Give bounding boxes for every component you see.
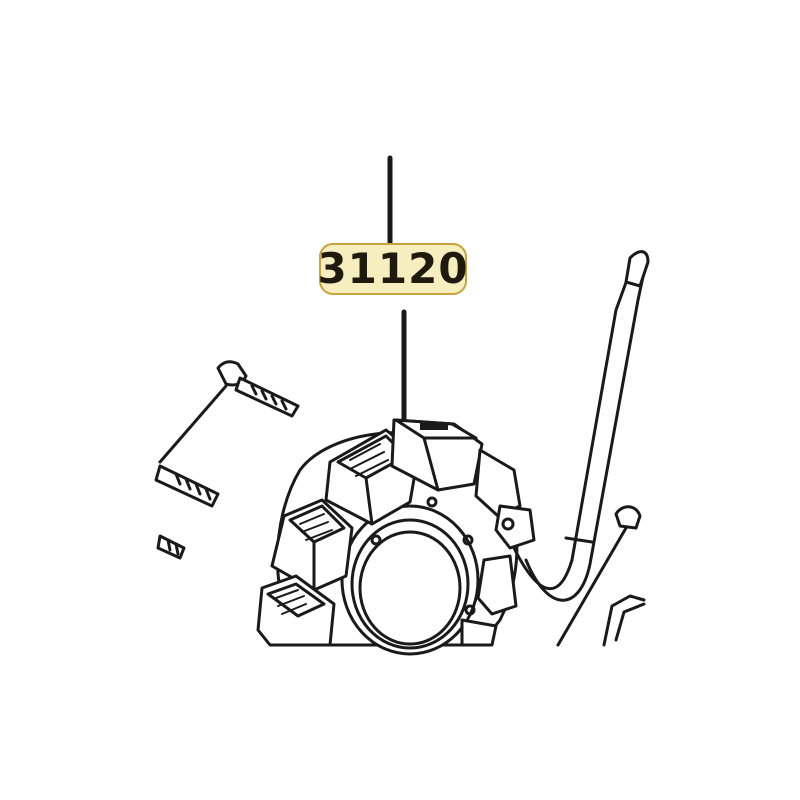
stator-assembly-icon bbox=[256, 418, 522, 656]
bracket-icon bbox=[602, 594, 646, 647]
wire-harness-icon bbox=[512, 250, 650, 602]
mounting-bolt-icon bbox=[154, 464, 220, 508]
leader-line bbox=[387, 155, 407, 421]
mounting-bolt-icon bbox=[556, 505, 642, 647]
mounting-bolt-icon bbox=[156, 534, 186, 560]
part-number-callout[interactable]: 31120 bbox=[317, 243, 469, 295]
mounting-bolt-icon bbox=[158, 360, 300, 464]
connector-icon bbox=[494, 504, 536, 550]
